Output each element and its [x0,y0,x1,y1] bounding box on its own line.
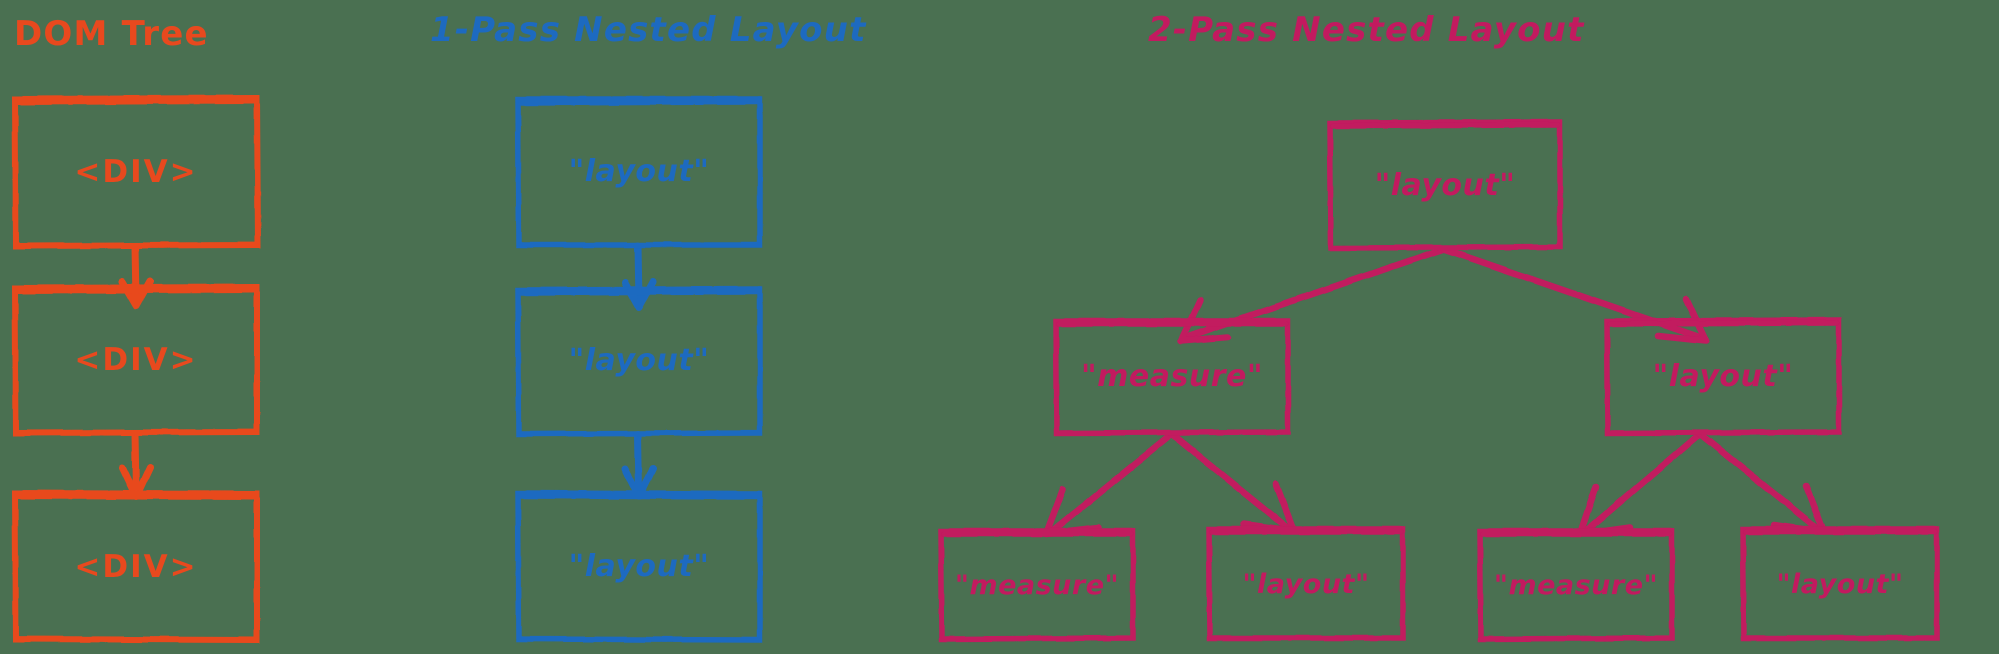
one-pass-node-label-3: "layout" [568,549,710,584]
one-pass-node-label-1: "layout" [568,154,710,189]
one-pass-node-box-3[interactable]: "layout" [515,490,763,643]
two-pass-node-label-layout-3: "layout" [1776,568,1904,600]
two-pass-node-label-measure-1: "measure" [1081,359,1263,394]
dom-node-label-1: <DIV> [74,153,198,190]
two-pass-node-label-measure-2: "measure" [954,569,1120,601]
two-pass-node-box-measure-3[interactable]: "measure" [1477,528,1675,642]
edge-two-m1-to-two-m2 [1042,430,1176,538]
two-pass-node-box-layout-2[interactable]: "layout" [1206,526,1406,641]
dom-node-box-3[interactable]: <DIV> [11,489,260,644]
edge-two-l1-to-two-m3 [1576,430,1704,538]
column-title-dom-tree: DOM Tree [14,14,209,54]
two-pass-node-label-layout-2: "layout" [1242,568,1370,600]
two-pass-node-box-layout-1[interactable]: "layout" [1604,317,1842,436]
column-title-one-pass: 1-Pass Nested Layout [430,10,867,50]
one-pass-node-box-2[interactable]: "layout" [515,286,763,437]
two-pass-node-box-measure-1[interactable]: "measure" [1053,318,1291,436]
two-pass-node-label-measure-3: "measure" [1493,569,1659,601]
column-title-two-pass: 2-Pass Nested Layout [1148,10,1585,50]
two-pass-node-box-measure-2[interactable]: "measure" [938,528,1136,642]
dom-node-box-1[interactable]: <DIV> [11,94,262,250]
two-pass-node-box-layout-3[interactable]: "layout" [1740,526,1940,641]
edge-two-l1-to-two-l3 [1696,430,1828,536]
dom-node-box-2[interactable]: <DIV> [11,283,260,437]
dom-node-label-3: <DIV> [74,548,198,585]
one-pass-node-box-1[interactable]: "layout" [515,96,763,248]
two-pass-node-box-root[interactable]: "layout" [1327,119,1563,251]
edge-dom-2-to-dom-3 [118,430,154,501]
edge-one-2-to-one-3 [621,430,657,501]
dom-node-label-2: <DIV> [74,341,198,378]
two-pass-node-label-layout-1: "layout" [1652,359,1794,394]
one-pass-node-label-2: "layout" [568,343,710,378]
edge-two-m1-to-two-l2 [1168,430,1298,535]
two-pass-node-label-root: "layout" [1374,167,1516,203]
